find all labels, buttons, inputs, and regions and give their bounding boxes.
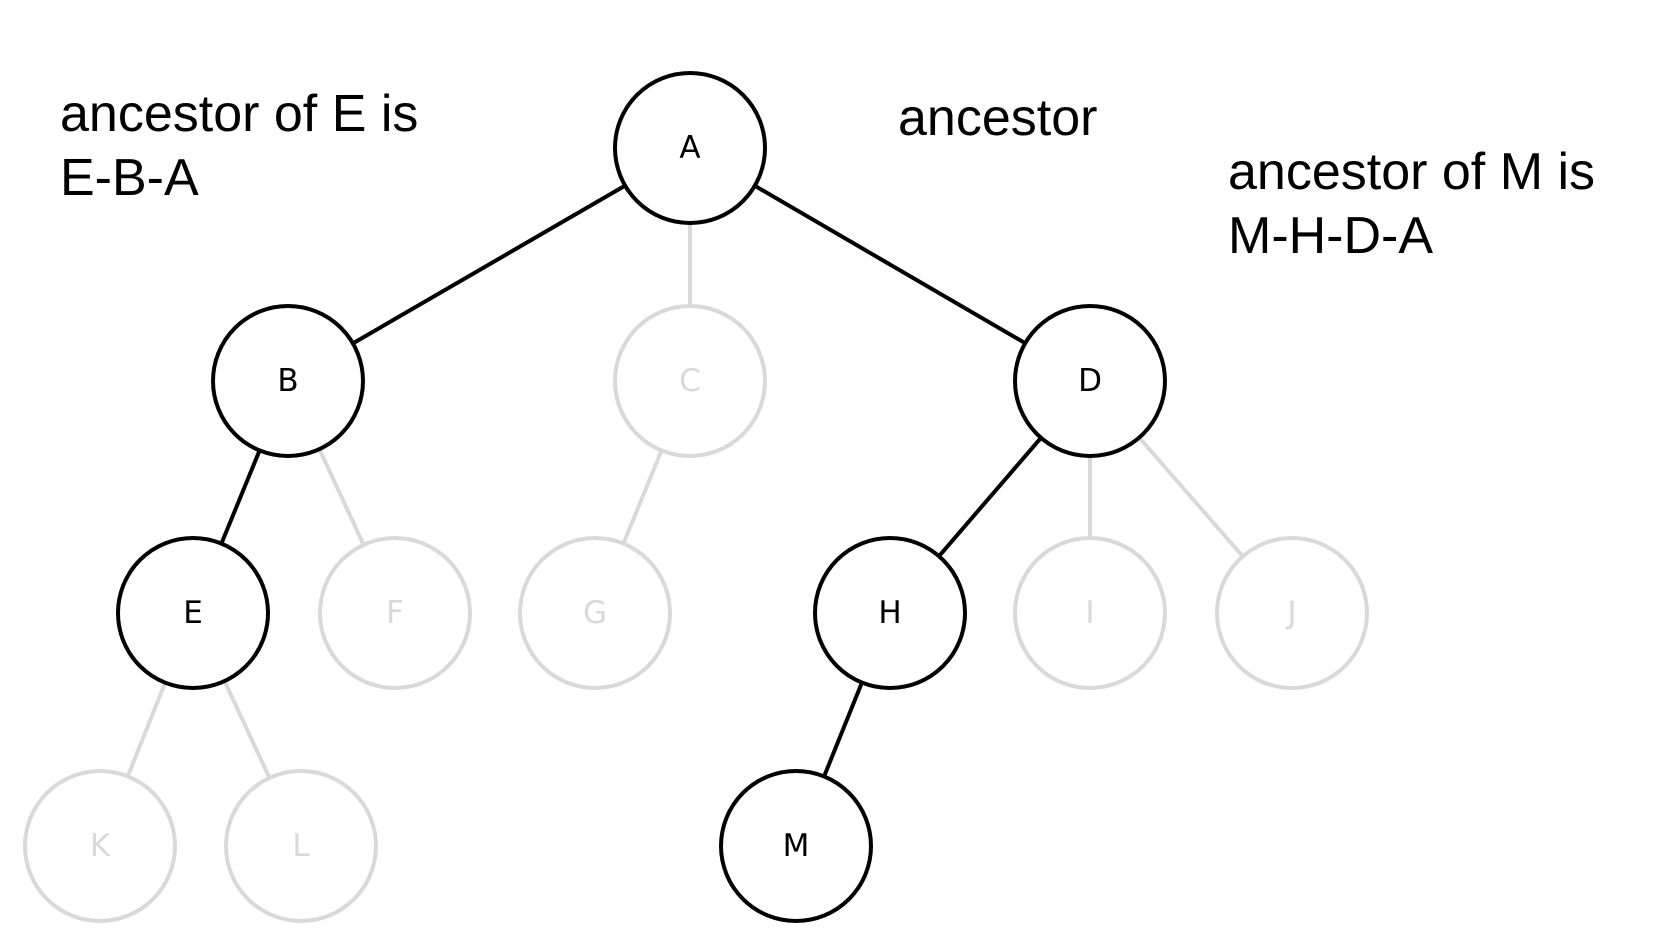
node-a: A	[613, 71, 767, 225]
edge-a-d	[753, 184, 1027, 345]
node-label: E	[183, 595, 203, 631]
caption-line: M-H-D-A	[1228, 207, 1434, 265]
node-l: L	[224, 769, 378, 923]
node-e: E	[116, 536, 270, 690]
caption-line: ancestor of M is	[1228, 143, 1596, 201]
tree-edges	[125, 183, 1245, 779]
ancestor-title: ancestor	[898, 89, 1098, 147]
node-circle	[116, 536, 270, 690]
node-label: G	[583, 595, 607, 631]
edge-d-j	[1137, 436, 1245, 558]
node-f: F	[318, 536, 472, 690]
node-circle	[613, 71, 767, 225]
node-label: D	[1078, 363, 1102, 399]
node-circle	[23, 769, 177, 923]
node-c: C	[613, 304, 767, 458]
ancestor-of-e-caption: ancestor of E is E-B-A	[60, 82, 418, 210]
node-k: K	[23, 769, 177, 923]
node-label: C	[679, 363, 701, 399]
edge-b-f	[317, 448, 366, 546]
node-j: J	[1215, 536, 1369, 690]
node-label: M	[783, 828, 810, 864]
node-circle	[1013, 304, 1167, 458]
node-circle	[1013, 536, 1167, 690]
node-label: J	[1285, 595, 1296, 631]
node-h: H	[813, 536, 967, 690]
caption-line: ancestor of E is	[60, 85, 419, 143]
node-label: H	[878, 595, 901, 631]
node-label: B	[277, 363, 298, 399]
node-label: F	[386, 595, 404, 631]
node-b: B	[211, 304, 365, 458]
tree-nodes: A B C D E F G H I J K L M	[23, 71, 1369, 923]
node-circle	[318, 536, 472, 690]
node-g: G	[518, 536, 672, 690]
node-label: L	[292, 828, 310, 864]
node-circle	[1215, 536, 1369, 690]
node-circle	[211, 304, 365, 458]
caption-line: E-B-A	[60, 149, 199, 207]
node-circle	[613, 304, 767, 458]
node-d: D	[1013, 304, 1167, 458]
node-label: K	[90, 828, 111, 864]
edge-e-k	[125, 681, 168, 778]
edge-d-h	[937, 436, 1043, 558]
edge-c-g	[621, 449, 664, 545]
node-label: A	[679, 130, 700, 166]
node-circle	[224, 769, 378, 923]
node-circle	[813, 536, 967, 690]
node-circle	[518, 536, 672, 690]
edge-h-m	[822, 681, 864, 778]
edge-e-l	[222, 680, 272, 779]
node-i: I	[1013, 536, 1167, 690]
node-label: I	[1085, 595, 1094, 631]
ancestor-of-m-caption: ancestor of M is M-H-D-A	[1228, 140, 1595, 268]
node-m: M	[719, 769, 873, 923]
edge-a-b	[351, 183, 627, 346]
edge-b-e	[219, 449, 262, 545]
node-circle	[719, 769, 873, 923]
